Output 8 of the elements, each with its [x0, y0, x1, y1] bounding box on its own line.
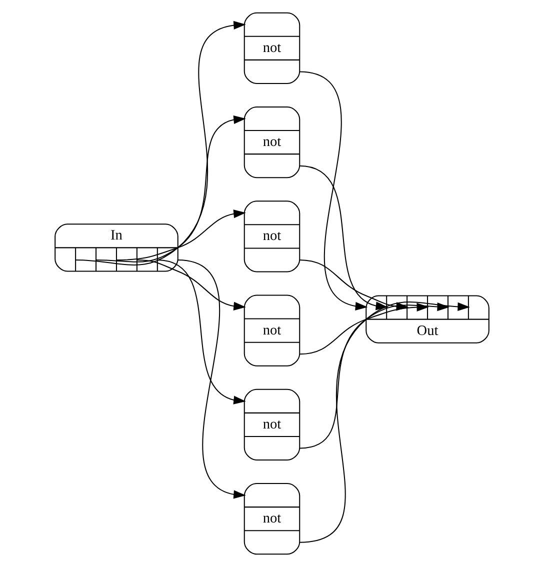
- arrow: [96, 115, 246, 262]
- arrow: [178, 259, 246, 499]
- arrow: [157, 259, 246, 404]
- arrow: [300, 165, 388, 310]
- arrow: [76, 20, 246, 266]
- arrow: [300, 71, 368, 310]
- arrow: [116, 210, 246, 260]
- arrow: [136, 259, 246, 310]
